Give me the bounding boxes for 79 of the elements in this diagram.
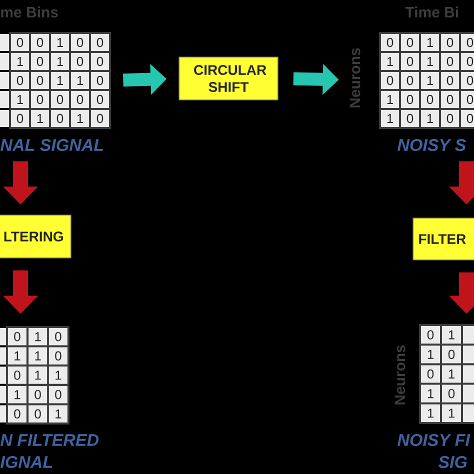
axis-label: Time Bi [405,6,458,18]
table-cell: 0 [441,72,459,89]
axis-label: me Bins [1,6,58,18]
table-cell: 1 [51,53,69,70]
table-cell: 1 [381,91,399,108]
axis-label: Neurons [394,345,406,404]
table-cell: 0 [31,34,49,51]
table-cell: 1 [11,91,29,108]
table-cell: 0 [441,110,459,127]
table-cell: 0 [401,91,419,108]
caption-text: NAL SIGNAL [0,138,104,152]
table-cell: 0 [442,346,461,364]
table-cell: 0 [91,72,109,89]
table-cell: 0 [31,72,49,89]
table-cell: 1 [11,53,29,70]
table-cell: 1 [28,328,48,346]
table-cell: 0 [28,405,48,423]
table-cell: 1 [381,110,399,127]
table-cell: 0 [381,34,399,51]
table-cell: 0 [31,53,49,70]
caption-text: NOISY S [398,138,466,152]
table-cell: 1 [31,110,49,127]
table-cell: 1 [48,366,68,384]
table-cell: 1 [381,53,399,70]
table-cell: 0 [401,53,419,70]
caption-text: N FILTERED [0,434,99,446]
table-cell: 0 [441,34,459,51]
table-cell: 1 [421,53,439,70]
table-cell: 0 [461,53,474,70]
table-cell: 1 [28,366,48,384]
table-cell: 0 [51,110,69,127]
table-cell: 1 [442,404,461,422]
table-cell: 0 [381,72,399,89]
process-box: LTERING [0,214,72,258]
process-box: CIRCULAR SHIFT [178,56,278,100]
table-cell: 0 [11,110,29,127]
table-cell: 0 [28,386,48,404]
table-cell: 1 [421,384,440,402]
table-cell: 0 [421,91,439,108]
table-cell: 1 [71,72,89,89]
table-cell: 0 [91,91,109,108]
table-cell: 0 [91,110,109,127]
table-cell: 0 [71,34,89,51]
caption-text: SIG [438,456,467,468]
table-cell: 0 [91,34,109,51]
table-cell: 0 [11,72,29,89]
table-cell: 1 [421,72,439,89]
table-cell: 0 [401,34,419,51]
table-cell: 0 [421,365,440,383]
table-cell: 0 [71,53,89,70]
table-cell: 1 [421,346,440,364]
table-cell: 0 [461,91,474,108]
table-cell: 0 [441,53,459,70]
table-cell: 1 [51,34,69,51]
table-cell: 1 [421,404,440,422]
table-cell: 0 [461,110,474,127]
table-cell: 1 [442,365,461,383]
table-cell: 1 [51,72,69,89]
table-cell: 0 [11,34,29,51]
table-cell: 0 [461,72,474,89]
table-cell: 0 [31,91,49,108]
caption-text: NOISY FI [398,434,470,446]
table-cell: 0 [401,72,419,89]
table-cell: 0 [71,91,89,108]
table-cell: 0 [51,91,69,108]
axis-label: Neurons [350,48,360,108]
table-cell: 0 [421,326,440,344]
process-box: FILTER [412,218,474,260]
table-cell: 1 [71,110,89,127]
table-cell: 0 [441,91,459,108]
table-cell: 0 [461,34,474,51]
table-cell: 0 [91,53,109,70]
table-cell: 1 [421,110,439,127]
caption-text: IGNAL [0,456,52,468]
table-cell: 0 [442,384,461,402]
table-cell: 1 [28,347,48,365]
table-cell: 1 [442,326,461,344]
table-cell: 1 [421,34,439,51]
table-cell: 0 [401,110,419,127]
